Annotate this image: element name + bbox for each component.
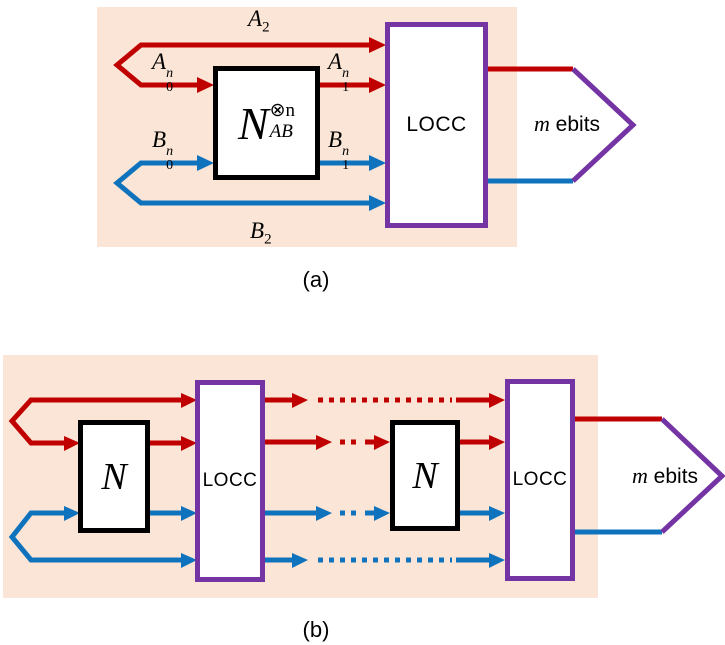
label-base: A (152, 49, 167, 74)
label-sub: 2 (262, 19, 270, 36)
locc-box-b2: LOCC (505, 379, 575, 581)
wire-a-red-fold (113, 42, 372, 88)
label-base: A (248, 6, 263, 31)
wire-label-a2: A2 (248, 6, 270, 37)
label-sup: n (342, 144, 350, 159)
label-sup: n (166, 144, 174, 159)
arrowhead-b2 (369, 195, 386, 211)
output-b-chevron (660, 417, 725, 534)
arrowhead-blue-bottom-locc1 (181, 553, 197, 568)
label-sub: 0 (166, 158, 174, 173)
wire-b-blue-fold (8, 510, 183, 563)
arrowhead-n2-locc2-red (489, 435, 505, 450)
ebits-text: ebits (647, 465, 699, 488)
channel-label-b1: N (101, 455, 127, 498)
arrowhead-b1n (369, 155, 386, 171)
arrowhead-row2-into-n2 (374, 435, 390, 450)
label-base: A (328, 49, 343, 74)
channel-box-b1: N (78, 420, 150, 533)
locc-box-b1: LOCC (195, 380, 265, 582)
wire-b-blue-fold (113, 160, 372, 206)
panel-a-wires (113, 37, 637, 211)
label-sub: 2 (264, 231, 272, 248)
label-base: B (152, 127, 167, 152)
arrowhead-row4-locc2 (489, 553, 505, 568)
label-sub: 1 (342, 80, 350, 95)
arrowhead-a1n (369, 77, 386, 93)
label-sub: 0 (166, 80, 174, 95)
output-label-a: m ebits (512, 111, 622, 137)
label-base: B (328, 127, 343, 152)
wire-b-red-fold (8, 397, 183, 446)
channel-label-b2: N (412, 454, 438, 497)
arrowhead-n2-locc2-blue (489, 506, 505, 521)
label-sup: n (166, 66, 174, 81)
wire-label-b2: B2 (250, 218, 272, 249)
locc-label-b1: LOCC (202, 470, 258, 491)
arrowhead-row4-left (292, 553, 308, 568)
channel-box-b2: N (390, 420, 460, 531)
label-sup: n (342, 66, 350, 81)
panel-b-wires (8, 393, 725, 568)
locc-label-a: LOCC (406, 113, 467, 136)
label-base: B (250, 218, 265, 243)
arrowhead-row1-left (292, 393, 308, 408)
arrowhead-row1-locc2 (489, 393, 505, 408)
caption-a: (a) (302, 267, 330, 292)
arrowhead-blue-into-n1 (64, 506, 80, 521)
arrowhead-red-into-n1 (64, 436, 80, 451)
ebits-m: m (533, 111, 550, 136)
arrowhead-n1-locc1-red (181, 436, 197, 451)
locc-label-b2: LOCC (512, 469, 568, 490)
arrowhead-a2 (369, 37, 386, 53)
arrowhead-row2-left (316, 435, 332, 450)
arrowhead-row3-left (316, 506, 332, 521)
label-sub: 1 (342, 158, 350, 173)
channel-symbol: N (237, 97, 269, 149)
caption-b: (b) (302, 617, 330, 642)
ebits-m: m (631, 463, 648, 488)
arrowhead-b0n (197, 155, 214, 171)
arrowhead-row3-into-n2 (374, 506, 390, 521)
arrowhead-red-top-locc1 (181, 393, 197, 408)
output-label-b: m ebits (610, 463, 720, 489)
arrowhead-a0n (197, 77, 214, 93)
arrowhead-n1-locc1-blue (181, 506, 197, 521)
output-a-chevron (571, 67, 637, 183)
channel-superscript: ⊗n (269, 100, 296, 122)
locc-box-a: LOCC (385, 22, 488, 228)
ebits-text: ebits (549, 113, 601, 136)
channel-subscript: AB (269, 121, 293, 142)
